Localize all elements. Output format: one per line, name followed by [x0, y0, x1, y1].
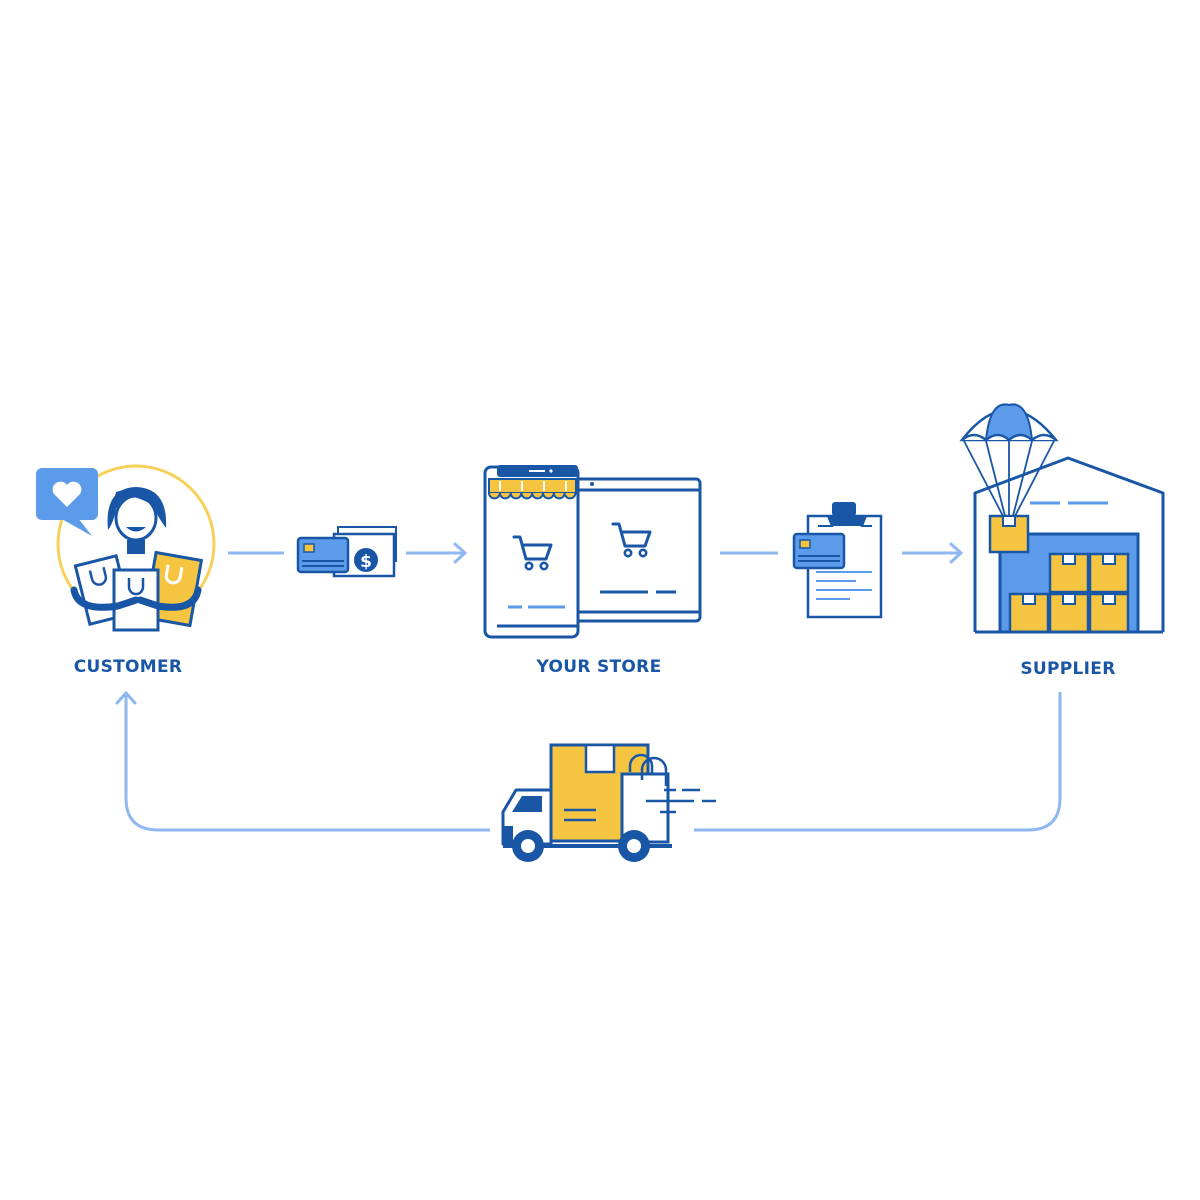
store-label: YOUR STORE — [536, 657, 662, 677]
stacked-box — [1010, 594, 1048, 632]
delivery-truck-icon — [503, 745, 716, 862]
heart-speech-bubble-icon — [36, 468, 98, 536]
phone-and-tablet-storefront-icon — [485, 465, 700, 637]
storefront-awning — [489, 479, 576, 498]
stacked-box — [1090, 594, 1128, 632]
stacked-box — [1050, 594, 1088, 632]
warehouse-with-parachute-icon — [962, 404, 1163, 632]
customer-with-shopping-bags-icon — [36, 466, 214, 630]
supplier-label: SUPPLIER — [1020, 659, 1115, 679]
card-and-cash-payment-icon: $ — [298, 527, 396, 576]
stacked-box — [1050, 554, 1088, 592]
clipboard-order-icon — [794, 502, 881, 617]
arrow-payment-to-store — [406, 544, 465, 562]
customer-label: CUSTOMER — [74, 657, 183, 677]
arrow-order-to-supplier — [902, 544, 961, 562]
stacked-box — [1090, 554, 1128, 592]
svg-text:$: $ — [360, 552, 372, 572]
